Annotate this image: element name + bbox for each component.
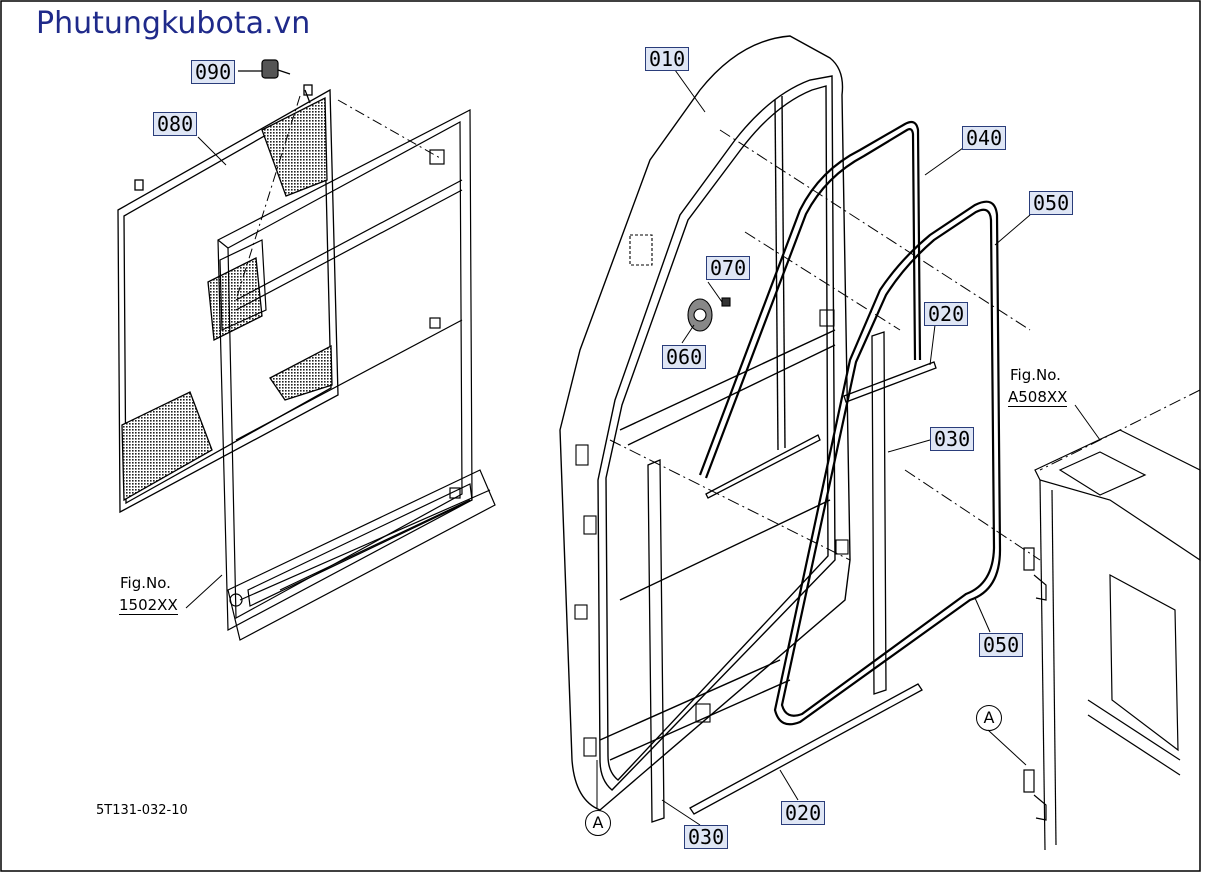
leaders-right	[596, 69, 1101, 826]
drawing-number: 5T131-032-10	[96, 803, 188, 818]
callout-010[interactable]: 010	[645, 47, 690, 71]
door-frame-010	[559, 35, 851, 811]
marker-a-right: A	[976, 705, 1002, 731]
callout-030-bottom[interactable]: 030	[684, 825, 729, 849]
callout-040[interactable]: 040	[962, 126, 1007, 150]
fig-ref-left-number[interactable]: 1502XX	[119, 596, 178, 615]
leaders-left	[185, 136, 227, 609]
dashed-guides-right	[609, 129, 1201, 561]
fig-ref-right-label: Fig.No.	[1010, 366, 1061, 384]
callout-020-bottom[interactable]: 020	[781, 801, 826, 825]
callout-070[interactable]: 070	[706, 256, 751, 280]
marker-a-bottom: A	[585, 810, 611, 836]
screen-panel-080	[117, 84, 339, 514]
callout-060[interactable]: 060	[662, 345, 707, 369]
door-hinges	[574, 234, 849, 757]
frame-panel	[217, 109, 496, 641]
fig-ref-left-label: Fig.No.	[120, 574, 171, 592]
callout-090[interactable]: 090	[191, 60, 236, 84]
knob-090	[238, 59, 291, 79]
callout-080[interactable]: 080	[153, 112, 198, 136]
dashed-guides-left	[235, 95, 441, 301]
seal-040	[698, 120, 922, 479]
seal-050	[773, 200, 1002, 726]
strips	[647, 331, 937, 823]
fig-ref-right-number[interactable]: A508XX	[1008, 388, 1068, 407]
cabin-body	[1023, 429, 1201, 851]
brand-logo-text[interactable]: Phutungkubota.vn	[36, 6, 311, 41]
callout-050-top[interactable]: 050	[1029, 191, 1074, 215]
callout-030-mid[interactable]: 030	[930, 427, 975, 451]
callout-050-bottom[interactable]: 050	[979, 633, 1024, 657]
callout-020-mid[interactable]: 020	[924, 302, 969, 326]
